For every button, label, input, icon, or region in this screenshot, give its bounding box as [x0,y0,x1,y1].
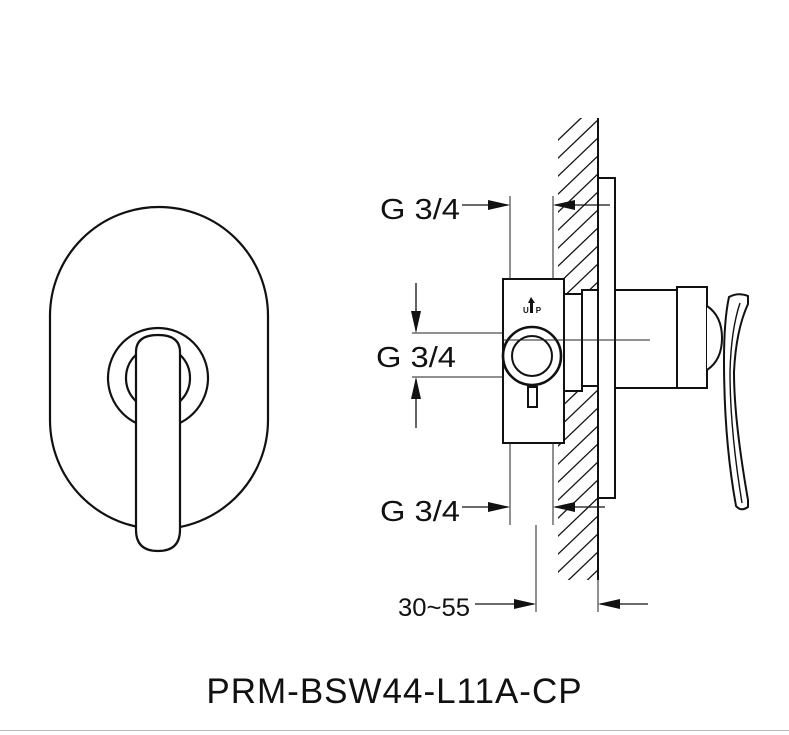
hatch-line [558,515,598,555]
dim-arrow [411,377,421,399]
dim-arrow [553,200,575,210]
cover-plate-edge [597,177,616,499]
valve-neck [563,293,583,392]
dim-label-top-inlet: G 3/4 [380,194,460,226]
hatch-line [558,443,598,483]
model-code: PRM-BSW44-L11A-CP [206,672,583,711]
up-arrow-icon [528,297,535,313]
hatch-line [558,461,598,501]
hatch-line [558,118,583,141]
outlet-port-inner [511,335,553,377]
hatch-line [558,119,598,159]
hatch-line [558,209,598,249]
side-view: UP [411,118,749,664]
hatch-line [556,586,600,628]
dim-arrow [488,502,510,512]
dim-label-middle-outlet: G 3/4 [376,342,456,374]
hatch-line [558,137,598,177]
lever-handle-side-inner [729,302,743,504]
front-view [48,205,270,553]
hatch-line [558,227,598,267]
outlet-port-outer [501,325,563,387]
hatch-line [558,191,598,231]
hatch-line [558,155,598,195]
dim-label-bottom-inlet: G 3/4 [380,496,460,528]
handle-collar [676,286,708,389]
dim-arrow [598,599,620,609]
bottom-rule [0,730,789,731]
dim-arrow [488,200,510,210]
hatch-line [586,569,598,580]
valve-sleeve [581,289,599,387]
dim-arrow [411,311,421,333]
handle-spindle [614,289,678,389]
hatch-line [567,551,598,580]
hatch-line [558,533,598,573]
hatch-line [558,497,598,537]
hatch-line [556,604,600,646]
hatch-line [558,479,598,519]
lever-handle-front [134,333,182,553]
valve-stub [527,386,538,408]
handle-hub [706,305,724,371]
dim-label-wall-depth: 30~55 [398,594,470,622]
valve-up-marking: UP [523,306,548,315]
dim-arrow [553,502,575,512]
hatch-line [556,622,600,664]
dim-arrow [514,599,536,609]
hatch-line [558,425,598,465]
lever-handle-side [722,293,749,511]
hatch-line [558,173,598,213]
